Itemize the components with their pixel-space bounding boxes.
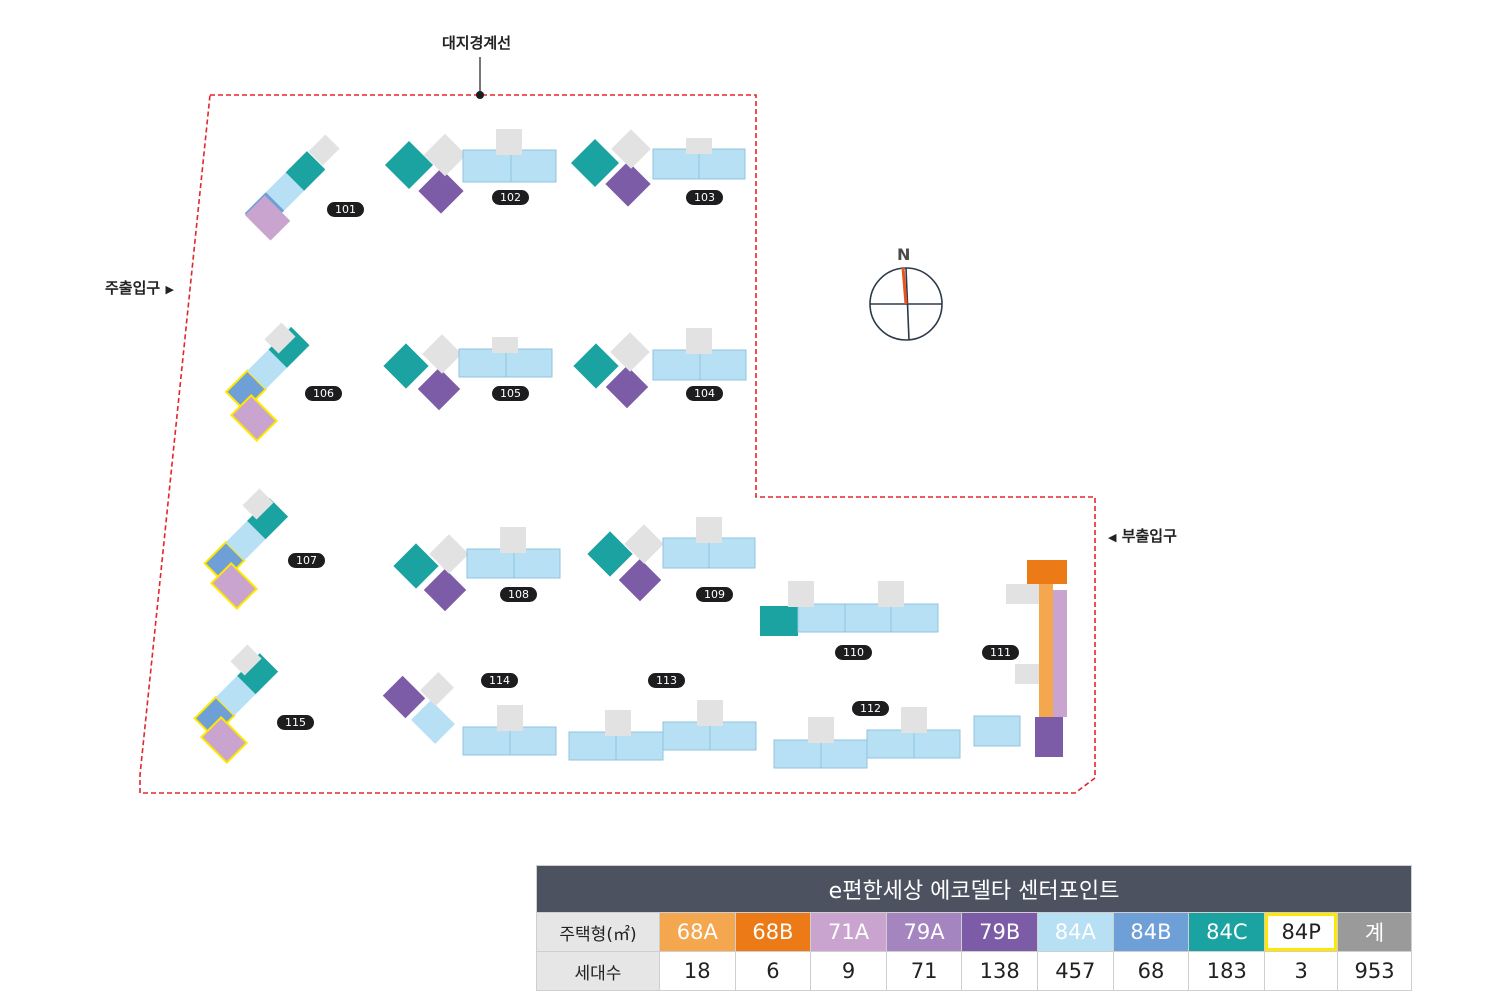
building-badge-115: 115 — [277, 715, 314, 730]
count-row-header: 세대수 — [536, 951, 660, 991]
building-114[interactable] — [382, 672, 557, 756]
count-cell: 71 — [885, 951, 963, 991]
sub-entrance-label: ◀ 부출입구 — [1108, 525, 1177, 546]
type-row-header: 주택형(㎡) — [536, 912, 660, 952]
count-cell: 3 — [1264, 951, 1339, 991]
building-badge-108: 108 — [500, 587, 537, 602]
main-entrance-text: 주출입구 — [105, 279, 161, 297]
building-102[interactable] — [384, 129, 557, 214]
building-badge-104: 104 — [686, 386, 723, 401]
count-cell: 68 — [1112, 951, 1190, 991]
sub-entrance-text: 부출입구 — [1121, 527, 1177, 545]
building-badge-109: 109 — [696, 587, 733, 602]
building-badge-110: 110 — [835, 645, 872, 660]
building-111[interactable] — [973, 560, 1067, 757]
building-106[interactable] — [224, 322, 310, 443]
site-boundary — [139, 94, 1096, 794]
count-cell: 953 — [1337, 951, 1412, 991]
count-cell: 457 — [1037, 951, 1114, 991]
building-112[interactable] — [773, 707, 961, 769]
main-entrance-label: 주출입구 ▶ — [105, 277, 174, 298]
boundary-label: 대지경계선 — [442, 34, 512, 52]
compass-north-label: N — [897, 245, 911, 264]
type-cell: 84A — [1037, 912, 1114, 952]
type-cell: 79A — [885, 912, 963, 952]
building-110[interactable] — [760, 581, 939, 636]
building-badge-113: 113 — [648, 673, 685, 688]
type-cell: 79B — [961, 912, 1039, 952]
arrow-left-icon: ◀ — [1108, 531, 1117, 544]
type-cell: 71A — [810, 912, 887, 952]
type-cell: 68A — [659, 912, 736, 952]
type-cell: 계 — [1337, 912, 1412, 952]
boundary-leader-dot — [476, 91, 484, 99]
building-badge-111: 111 — [982, 645, 1019, 660]
type-cell: 68B — [734, 912, 812, 952]
site-plan — [139, 57, 1096, 794]
count-cell: 6 — [734, 951, 812, 991]
building-badge-106: 106 — [305, 386, 342, 401]
building-113[interactable] — [568, 700, 757, 761]
building-badge-102: 102 — [492, 190, 529, 205]
building-101[interactable] — [244, 134, 340, 241]
building-badge-103: 103 — [686, 190, 723, 205]
building-badge-105: 105 — [492, 386, 529, 401]
building-103[interactable] — [570, 129, 746, 207]
type-cell: 84C — [1188, 912, 1266, 952]
legend-title: e편한세상 에코델타 센터포인트 — [536, 865, 1412, 913]
count-cell: 9 — [810, 951, 887, 991]
count-cell: 18 — [659, 951, 736, 991]
building-115[interactable] — [193, 644, 279, 765]
compass — [869, 267, 943, 341]
building-badge-114: 114 — [481, 673, 518, 688]
type-cell: 84P — [1264, 912, 1339, 952]
arrow-right-icon: ▶ — [165, 283, 174, 296]
building-badge-101: 101 — [327, 202, 364, 217]
building-107[interactable] — [203, 488, 289, 611]
count-cell: 183 — [1188, 951, 1266, 991]
type-cell: 84B — [1112, 912, 1190, 952]
count-cell: 138 — [961, 951, 1039, 991]
building-badge-112: 112 — [852, 701, 889, 716]
building-badge-107: 107 — [288, 553, 325, 568]
